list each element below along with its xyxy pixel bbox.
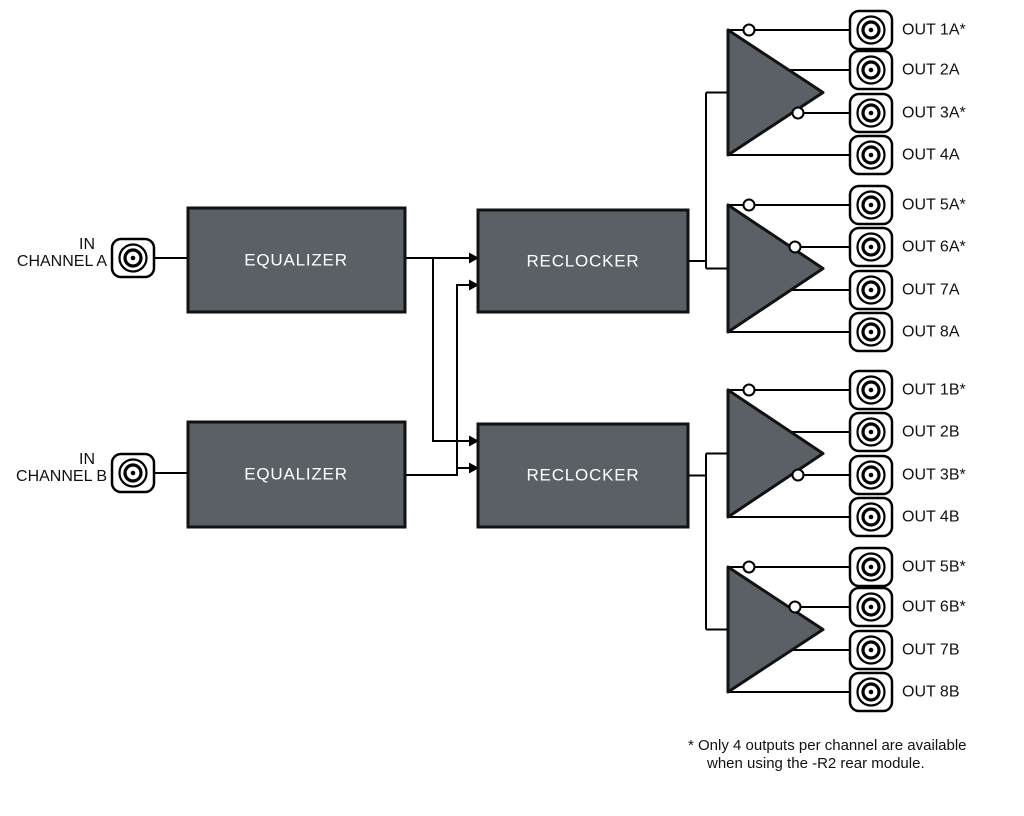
output-port-8a: OUT 8A <box>848 311 960 353</box>
output-amplifier-b2-icon <box>726 565 825 694</box>
input-channel-b: IN CHANNEL B <box>16 451 156 494</box>
output-port-6a: OUT 6A* <box>848 226 966 268</box>
output-5a-label: OUT 5A* <box>902 197 966 214</box>
tap-node-out-3a <box>791 106 805 120</box>
output-2a-bnc-icon <box>848 49 894 91</box>
input-b-bnc-icon <box>110 452 156 494</box>
equalizer-a-label: EQUALIZER <box>244 251 348 270</box>
output-1a-bnc-icon <box>848 9 894 51</box>
output-8b-bnc-icon <box>848 671 894 713</box>
output-6b-bnc-icon <box>848 586 894 628</box>
starred-output-tap-nodes <box>742 23 805 614</box>
equalizer-a-box <box>186 206 407 314</box>
input-b-label-line1: IN <box>79 451 95 468</box>
arrowhead-reclocker-b-input-1 <box>469 435 479 447</box>
output-7b-bnc-icon <box>848 629 894 671</box>
reclocker-b-box <box>476 422 690 529</box>
output-1b-bnc-icon <box>848 369 894 411</box>
output-7b-label: OUT 7B <box>902 642 960 659</box>
tap-node-out-5a <box>742 198 756 212</box>
arrowhead-reclocker-b-input-2 <box>469 462 479 474</box>
output-8b-label: OUT 8B <box>902 684 960 701</box>
output-5b-bnc-icon <box>848 546 894 588</box>
output-amplifier-a2-icon <box>726 203 825 334</box>
output-port-4b: OUT 4B <box>848 496 960 538</box>
input-channel-a: IN CHANNEL A <box>17 236 156 279</box>
arrowhead-reclocker-a-input-1 <box>469 252 479 264</box>
output-port-7a: OUT 7A <box>848 269 960 311</box>
tap-node-out-1a <box>742 23 756 37</box>
output-1b-label: OUT 1B* <box>902 382 966 399</box>
reclocker-b-label: RECLOCKER <box>526 466 639 485</box>
equalizer-b-block: EQUALIZER <box>186 420 407 529</box>
output-4a-bnc-icon <box>848 134 894 176</box>
input-b-label-line2: CHANNEL B <box>16 468 107 485</box>
input-a-label-line2: CHANNEL A <box>17 253 107 270</box>
reclocker-a-label: RECLOCKER <box>526 252 639 271</box>
output-2a-label: OUT 2A <box>902 62 960 79</box>
output-port-4a: OUT 4A <box>848 134 960 176</box>
output-6b-label: OUT 6B* <box>902 599 966 616</box>
output-3a-label: OUT 3A* <box>902 105 966 122</box>
output-port-1b: OUT 1B* <box>848 369 966 411</box>
output-2b-label: OUT 2B <box>902 424 960 441</box>
output-amplifier-a1-icon <box>726 28 825 157</box>
reclocker-a-block: RECLOCKER <box>476 208 690 314</box>
equalizer-a-block: EQUALIZER <box>186 206 407 314</box>
tap-node-out-1b <box>742 383 756 397</box>
output-4b-label: OUT 4B <box>902 509 960 526</box>
footnote: * Only 4 outputs per channel are availab… <box>688 737 967 772</box>
reclocker-a-box <box>476 208 690 314</box>
output-3b-bnc-icon <box>848 454 894 496</box>
input-a-label-line1: IN <box>79 236 95 253</box>
output-3a-bnc-icon <box>848 92 894 134</box>
output-port-1a: OUT 1A* <box>848 9 966 51</box>
output-3b-label: OUT 3B* <box>902 467 966 484</box>
equalizer-b-box <box>186 420 407 529</box>
tap-node-out-5b <box>742 560 756 574</box>
output-amplifier-b1-icon <box>726 388 825 519</box>
output-port-2b: OUT 2B <box>848 411 960 453</box>
output-6a-bnc-icon <box>848 226 894 268</box>
output-5b-label: OUT 5B* <box>902 559 966 576</box>
output-2b-bnc-icon <box>848 411 894 453</box>
output-8a-label: OUT 8A <box>902 324 960 341</box>
output-port-3a: OUT 3A* <box>848 92 966 134</box>
output-port-6b: OUT 6B* <box>848 586 966 628</box>
output-7a-bnc-icon <box>848 269 894 311</box>
output-port-3b: OUT 3B* <box>848 454 966 496</box>
output-4b-bnc-icon <box>848 496 894 538</box>
reclocker-b-block: RECLOCKER <box>476 422 690 529</box>
output-8a-bnc-icon <box>848 311 894 353</box>
output-4a-label: OUT 4A <box>902 147 960 164</box>
tap-node-out-6b <box>788 600 802 614</box>
wire-eq-b-to-reclocker-a <box>405 284 470 476</box>
output-port-5a: OUT 5A* <box>848 184 966 226</box>
output-1a-label: OUT 1A* <box>902 22 966 39</box>
arrowhead-reclocker-a-input-2 <box>469 279 479 291</box>
output-port-5b: OUT 5B* <box>848 546 966 588</box>
output-port-2a: OUT 2A <box>848 49 960 91</box>
output-7a-label: OUT 7A <box>902 282 960 299</box>
output-6a-label: OUT 6A* <box>902 239 966 256</box>
output-5a-bnc-icon <box>848 184 894 226</box>
output-port-8b: OUT 8B <box>848 671 960 713</box>
footnote-line2: when using the -R2 rear module. <box>706 755 925 772</box>
tap-node-out-3b <box>791 468 805 482</box>
output-port-7b: OUT 7B <box>848 629 960 671</box>
footnote-line1: * Only 4 outputs per channel are availab… <box>688 737 967 754</box>
input-a-bnc-icon <box>110 237 156 279</box>
equalizer-b-label: EQUALIZER <box>244 465 348 484</box>
tap-node-out-6a <box>788 240 802 254</box>
